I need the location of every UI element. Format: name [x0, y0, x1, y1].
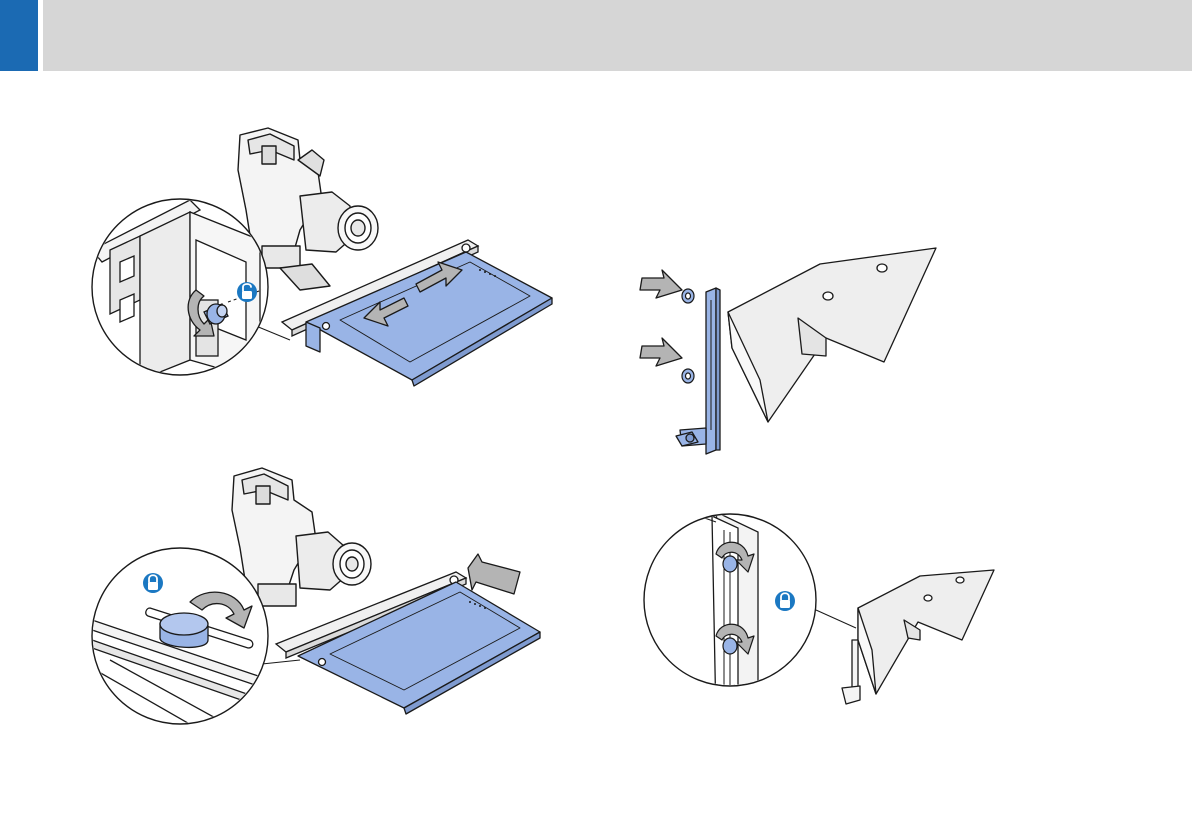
detail-callout [644, 508, 856, 720]
locking-knob [160, 613, 208, 647]
step-3-figure [620, 230, 960, 470]
hood-illustration [728, 248, 936, 422]
lock-open-icon [237, 282, 257, 302]
insert-arrow-icon [640, 270, 682, 366]
push-arrow-icon [468, 554, 520, 594]
step-4-figure [620, 500, 1020, 720]
camera-illustration [232, 468, 371, 606]
step-2-figure [0, 440, 600, 740]
mounting-bracket [676, 288, 720, 454]
monitor-panel [298, 582, 540, 714]
monitor-panel [306, 252, 552, 386]
hood-illustration [842, 570, 994, 704]
screw-washer [682, 289, 694, 383]
step-1-figure [0, 0, 600, 420]
lock-icon [775, 591, 795, 611]
lock-icon [143, 573, 163, 593]
